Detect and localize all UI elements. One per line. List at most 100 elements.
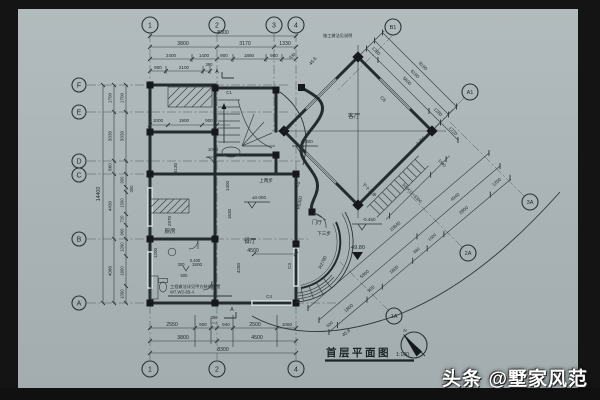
- dim-label: 1060: [282, 322, 293, 327]
- dim-label: 1700: [120, 92, 125, 103]
- spec-annotations: 工程做法详见甲方装修配置 W7.W3-3B-A 施工做法见说明: [168, 32, 352, 297]
- spec-note-line1: 工程做法详见甲方装修配置: [170, 283, 220, 290]
- dim-label: 1500: [192, 262, 203, 267]
- dim-label: 5900: [359, 269, 370, 280]
- stair-note: 上两步: [259, 177, 273, 184]
- building-walls: C3 C4: [146, 81, 300, 307]
- left-dimension-chains: 14400 1700 3330 860 4430 4080 1700 3330 …: [96, 82, 134, 306]
- grid-bubble-label: C: [76, 173, 81, 180]
- spec-note-line2: W7.W3-3B-A: [170, 290, 195, 295]
- dim-label: 960: [120, 228, 125, 236]
- dim-label: 1800: [343, 303, 354, 314]
- room-label-kitchen: 厨房: [164, 227, 176, 235]
- dim-label: 500: [325, 320, 334, 329]
- dim-label: 940: [222, 322, 230, 327]
- dim-label: 500: [181, 273, 189, 278]
- dim-label: 900: [120, 176, 125, 184]
- north-arrow-needle: [403, 334, 422, 357]
- dim-label: 10840: [389, 220, 402, 232]
- dim-label: 2400: [166, 53, 177, 58]
- window-tag: C3: [287, 263, 292, 269]
- dim-label: 1090: [120, 242, 125, 252]
- drawing-title-block: 首层平面图 1:100: [325, 346, 414, 362]
- dim-label: 900: [270, 53, 278, 58]
- dim-label: 4130: [173, 162, 178, 173]
- stair-note: 下十二步: [360, 181, 378, 199]
- dim-label: 1500: [120, 198, 125, 208]
- grid-bubble-label: 1: [148, 367, 152, 374]
- dim-label: 1800: [389, 264, 400, 275]
- dim-label: 860: [108, 163, 113, 171]
- dim-label: 4500: [251, 335, 263, 341]
- grid-bubble-label: 2: [215, 367, 219, 374]
- grid-bubble-label: 3: [272, 23, 276, 30]
- radius-label: R2780: [318, 255, 328, 270]
- level-marks: 0.300 ±0.000 -0.450 0.400 49.80: [182, 139, 382, 272]
- window-tag: C5: [294, 180, 301, 188]
- dim-label: 2100: [179, 65, 190, 70]
- top-small-note: 施工做法见说明: [323, 32, 352, 39]
- entrance-porch: 门厅 下三步 上两步 R2780 C5: [259, 177, 354, 303]
- interior-dims: 1000 1900 900 4130 2970 1200 1400 1630 4…: [147, 118, 299, 278]
- dim-label: 2500: [249, 322, 261, 328]
- grid-bubble-label: 4: [294, 367, 298, 374]
- hatch-areas: [150, 86, 213, 214]
- dim-label: 3800: [177, 335, 189, 341]
- dim-label: 1280: [433, 107, 444, 118]
- dim-label: 1880: [244, 53, 255, 58]
- dim-label: 1200: [153, 247, 158, 258]
- dim-label: 1090: [120, 289, 125, 299]
- dim-label: 4280: [236, 262, 241, 273]
- dim-label: 3330: [108, 130, 113, 141]
- bottom-dimension-chains: 2550 900 940 2500 1060 350 3800 4500 830…: [147, 315, 299, 356]
- level-label: 0.300: [301, 139, 313, 144]
- dim-label: 2550: [166, 322, 178, 328]
- dim-label: 1330: [279, 41, 291, 47]
- watermark-handle: @墅家风范: [488, 369, 588, 390]
- north-label: N: [403, 328, 406, 333]
- dim-label: 2970: [167, 215, 172, 226]
- section-marks: A A: [215, 69, 237, 319]
- dim-label: 900: [366, 284, 375, 293]
- dim-label: 4500: [247, 248, 259, 254]
- grid-bubble-label: A1: [467, 90, 474, 96]
- dim-label: 880: [412, 246, 421, 255]
- grid-bubble-label: A: [77, 301, 82, 308]
- dim-label: 1900: [179, 118, 190, 123]
- window-tag: C4: [266, 294, 272, 299]
- site-boundary-arc: [251, 191, 561, 332]
- dim-label: 1220: [448, 126, 459, 137]
- room-label-dining: 餐厅: [244, 237, 256, 245]
- dim-label: 350: [211, 315, 219, 320]
- living-room-rotated-square: 客厅 C8: [278, 51, 438, 211]
- stair-note: 下三步: [317, 231, 331, 237]
- dim-label: 2800: [458, 205, 469, 216]
- dim-label: 3800: [177, 41, 189, 47]
- level-label: -0.450: [362, 217, 375, 222]
- drawing-scale: 1:100: [396, 352, 409, 358]
- dim-label: 1400: [199, 53, 210, 58]
- grid-bubble-label: 1A: [391, 314, 398, 320]
- north-arrow: N: [400, 328, 428, 359]
- grid-bubble-label: B1: [390, 25, 397, 31]
- dim-label: 8300: [217, 30, 229, 36]
- top-dimension-chains: 8300 3800 3170 1330 2400 1400 900 1880 9…: [147, 30, 299, 74]
- diagonal-dims-bottom-right: 500 1800 900 1800 880 1000 2800 1200 590…: [307, 150, 512, 337]
- serpentine-wall: 45.8 R6300: [296, 56, 325, 216]
- dim-label: 900: [154, 65, 162, 70]
- site-level-label: 49.80: [351, 245, 365, 251]
- grid-bubble-label: E: [77, 110, 82, 117]
- dim-label: 300: [178, 262, 186, 267]
- dim-label: 1280: [371, 46, 382, 57]
- dim-label: 1000: [153, 118, 164, 123]
- radius-label: R6300: [296, 195, 303, 210]
- bottom-black-strip: [0, 388, 600, 400]
- dim-label: 3330: [120, 130, 125, 141]
- dim-label: 720: [120, 215, 125, 223]
- dim-label: 1000: [427, 232, 438, 242]
- level-label: ±0.000: [252, 195, 266, 200]
- room-label-foyer: 门厅: [312, 218, 322, 226]
- bathroom-fixtures: [150, 156, 215, 300]
- dim-label: 350: [129, 185, 134, 193]
